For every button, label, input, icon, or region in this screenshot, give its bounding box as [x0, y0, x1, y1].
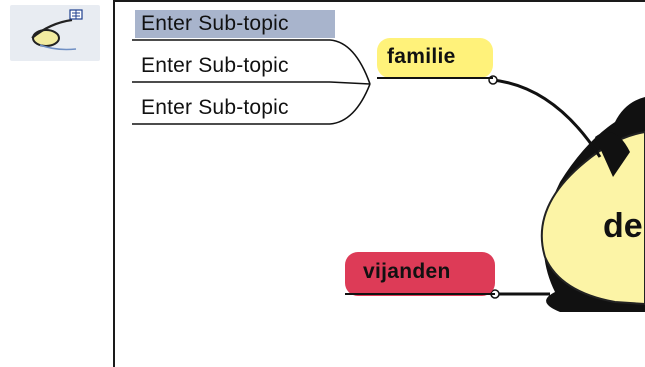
familie-topic-label[interactable]: familie: [387, 45, 456, 68]
central-topic-label[interactable]: de: [603, 207, 643, 245]
tool-button[interactable]: [10, 5, 100, 61]
vijanden-topic-label[interactable]: vijanden: [363, 260, 451, 283]
subtopic-1[interactable]: Enter Sub-topic: [135, 10, 335, 38]
subtopic-2[interactable]: Enter Sub-topic: [141, 54, 289, 77]
familie-topic-shape[interactable]: [377, 38, 493, 78]
branch-topic-icon: [31, 9, 83, 51]
panel-divider: [113, 0, 115, 367]
left-toolbar-panel: [0, 0, 113, 367]
mindmap-connectors: [132, 38, 645, 312]
vijanden-topic-shape[interactable]: [345, 252, 495, 296]
mindmap-canvas[interactable]: Enter Sub-topic Enter Sub-topic Enter Su…: [115, 2, 645, 367]
subtopic-3[interactable]: Enter Sub-topic: [141, 96, 289, 119]
canvas-top-border: [115, 0, 645, 2]
